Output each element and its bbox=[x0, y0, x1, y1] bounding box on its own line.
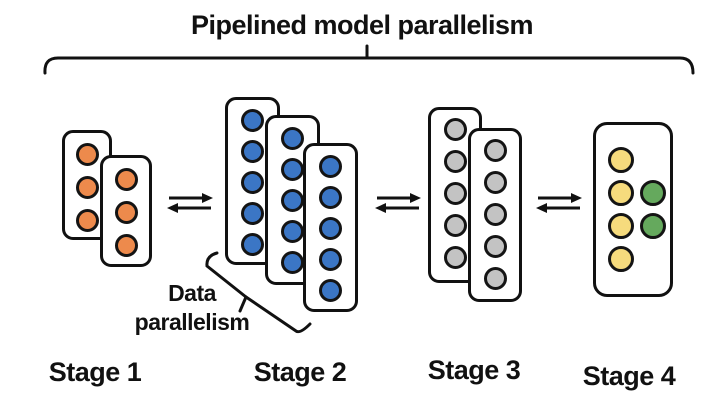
stage-label-3: Stage 3 bbox=[427, 355, 521, 385]
yellow-neuron-dot bbox=[608, 246, 634, 272]
gray-neuron-dot bbox=[443, 182, 467, 205]
neuron-column bbox=[75, 133, 99, 237]
stage-label-2: Stage 2 bbox=[253, 357, 347, 387]
blue-neuron-dot bbox=[319, 248, 342, 271]
exchange-arrows-icon bbox=[167, 193, 213, 213]
exchange-arrows-icon bbox=[375, 193, 421, 213]
yellow-neuron-dot bbox=[608, 213, 634, 239]
neuron-column bbox=[114, 158, 138, 264]
neuron-column bbox=[608, 125, 634, 294]
blue-neuron-dot bbox=[241, 233, 264, 256]
blue-neuron-dot bbox=[281, 127, 304, 150]
data-parallelism-label-line1: Data bbox=[168, 280, 216, 306]
yellow-neuron-dot bbox=[608, 147, 634, 173]
neuron-column bbox=[483, 131, 507, 299]
blue-neuron-dot bbox=[281, 220, 304, 243]
stage1-device-card-front bbox=[100, 155, 152, 267]
blue-neuron-dot bbox=[319, 186, 342, 209]
green-neuron-dot bbox=[640, 180, 666, 206]
gray-neuron-dot bbox=[483, 171, 507, 194]
blue-neuron-dot bbox=[319, 217, 342, 240]
gray-neuron-dot bbox=[483, 267, 507, 290]
blue-neuron-dot bbox=[281, 189, 304, 212]
gray-neuron-dot bbox=[483, 203, 507, 226]
neuron-column bbox=[281, 118, 304, 282]
blue-neuron-dot bbox=[241, 140, 264, 163]
gray-neuron-dot bbox=[443, 150, 467, 173]
yellow-neuron-dot bbox=[608, 180, 634, 206]
stage-label-4: Stage 4 bbox=[582, 361, 676, 391]
orange-neuron-dot bbox=[75, 209, 99, 232]
stage4-device-card bbox=[593, 122, 673, 297]
exchange-arrows-icon bbox=[536, 193, 582, 213]
blue-neuron-dot bbox=[281, 251, 304, 274]
gray-neuron-dot bbox=[443, 118, 467, 141]
neuron-column bbox=[640, 125, 666, 294]
orange-neuron-dot bbox=[75, 176, 99, 199]
gray-neuron-dot bbox=[483, 139, 507, 162]
blue-neuron-dot bbox=[281, 158, 304, 181]
stage2-device-card-front bbox=[303, 143, 358, 312]
blue-neuron-dot bbox=[241, 171, 264, 194]
blue-neuron-dot bbox=[319, 279, 342, 302]
blue-neuron-dot bbox=[241, 202, 264, 225]
orange-neuron-dot bbox=[114, 168, 138, 191]
data-parallelism-label: Data parallelism bbox=[130, 279, 254, 337]
orange-neuron-dot bbox=[75, 143, 99, 166]
neuron-column bbox=[319, 146, 342, 309]
blue-neuron-dot bbox=[319, 155, 342, 178]
diagram-title: Pipelined model parallelism bbox=[190, 10, 534, 40]
neuron-column bbox=[241, 100, 264, 262]
neuron-column bbox=[443, 110, 467, 280]
data-parallelism-label-line2: parallelism bbox=[134, 308, 250, 335]
orange-neuron-dot bbox=[114, 234, 138, 257]
stage3-device-card-front bbox=[468, 128, 522, 302]
orange-neuron-dot bbox=[114, 201, 138, 224]
green-neuron-dot bbox=[640, 213, 666, 239]
stage-label-1: Stage 1 bbox=[48, 357, 142, 387]
blue-neuron-dot bbox=[241, 109, 264, 132]
gray-neuron-dot bbox=[483, 235, 507, 258]
gray-neuron-dot bbox=[443, 214, 467, 237]
gray-neuron-dot bbox=[443, 246, 467, 269]
